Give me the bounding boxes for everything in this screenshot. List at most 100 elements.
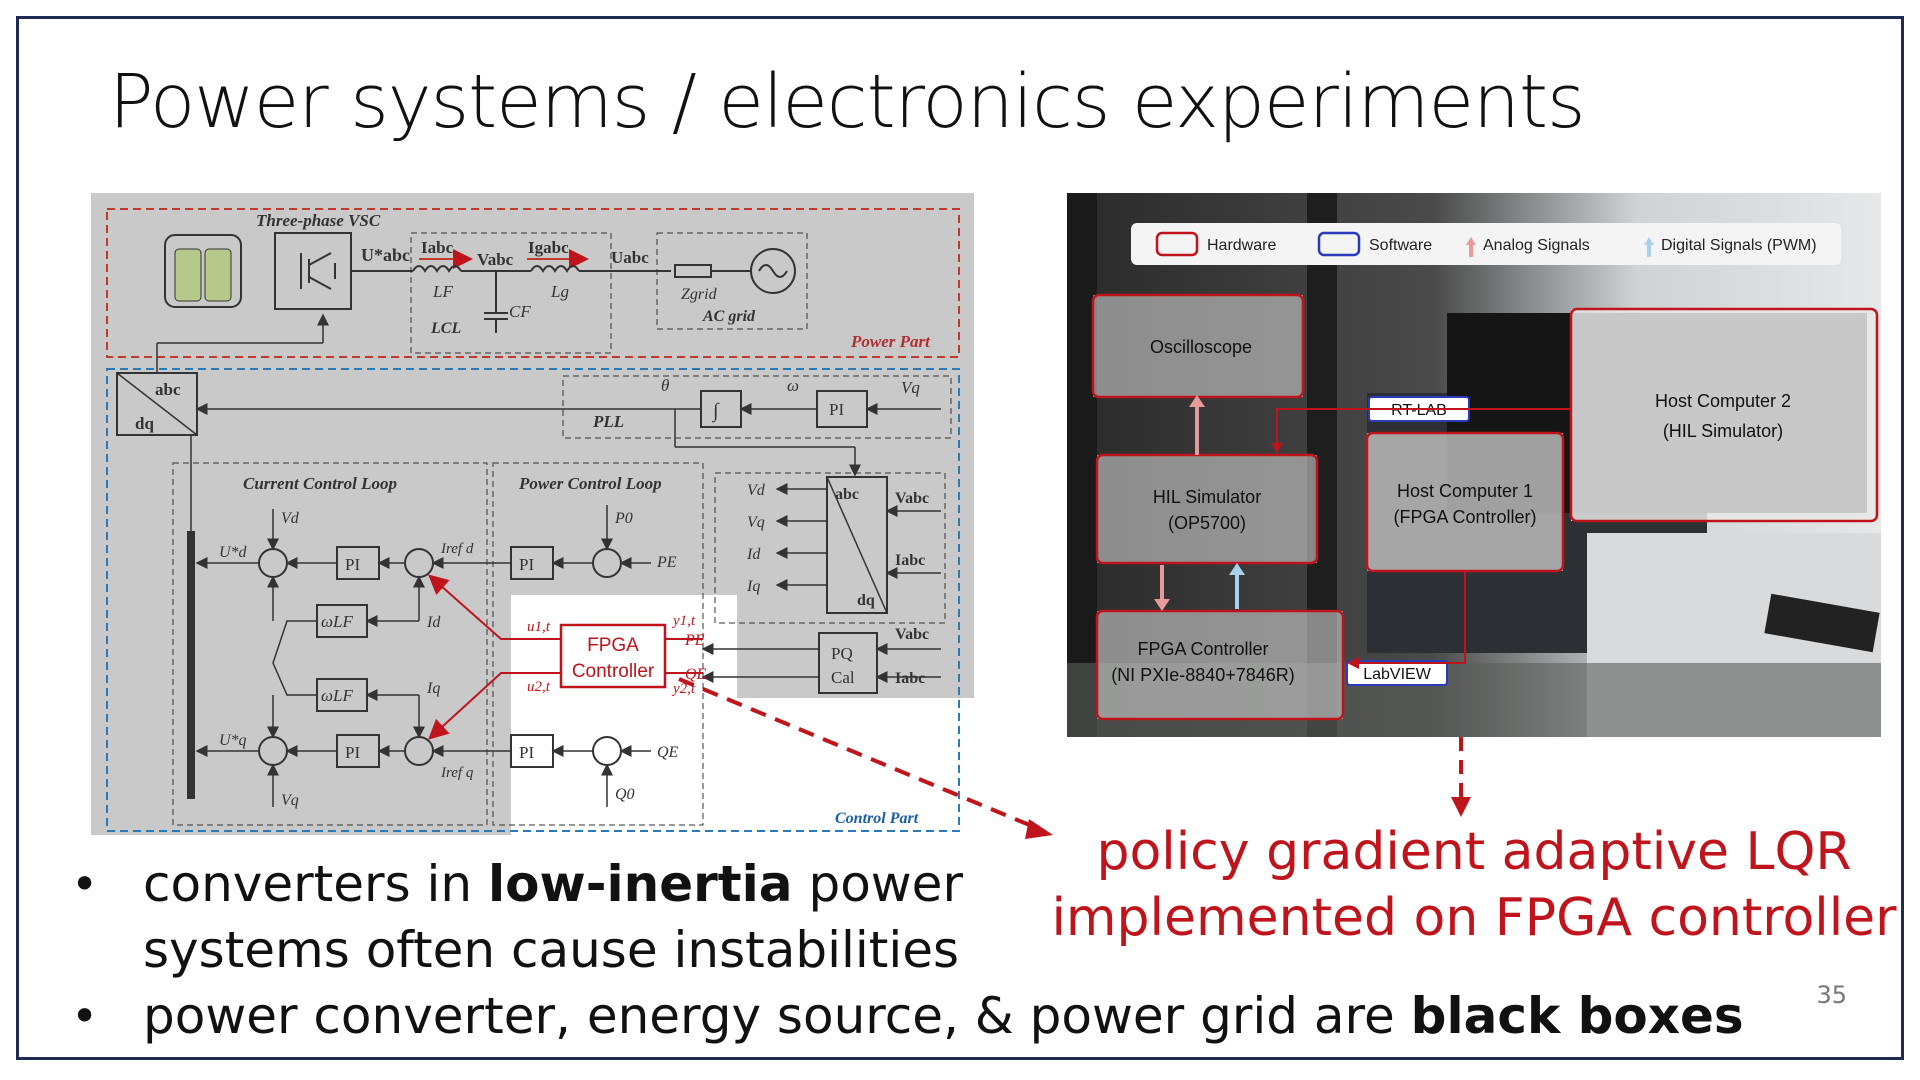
photo-legend (1131, 223, 1841, 265)
svg-text:Host Computer 1: Host Computer 1 (1397, 481, 1533, 501)
control-block-diagram: Three-phase VSC Power Part U*abc Iabc LF… (91, 193, 979, 835)
svg-text:Vd: Vd (281, 510, 300, 527)
bullet-dot-1: • (71, 857, 99, 911)
svg-text:Host Computer 2: Host Computer 2 (1655, 391, 1791, 411)
svg-text:Q0: Q0 (615, 786, 635, 803)
svg-text:y1,t: y1,t (671, 613, 696, 629)
slide: Power systems / electronics experiments … (16, 16, 1904, 1060)
software-legend-icon (1317, 231, 1361, 257)
svg-text:Controller: Controller (572, 661, 655, 682)
cf-label: CF (509, 302, 531, 321)
svg-text:y2,t: y2,t (671, 681, 696, 697)
svg-text:Iq: Iq (746, 578, 760, 595)
svg-text:PE: PE (684, 632, 705, 649)
svg-text:u1,t: u1,t (527, 619, 551, 635)
current-loop-label: Current Control Loop (243, 474, 397, 493)
host-computer-2-box (1569, 307, 1879, 523)
inductor-lf-icon (412, 265, 462, 273)
svg-text:abc: abc (155, 380, 181, 399)
lf-label: LF (432, 282, 453, 301)
callout-text: policy gradient adaptive LQR implemented… (1029, 819, 1919, 951)
zgrid-label: Zgrid (681, 286, 718, 303)
hil-simulator-box (1095, 453, 1319, 565)
control-part-box (106, 368, 960, 832)
pll-label: PLL (592, 412, 624, 431)
fpga-controller-block (559, 623, 667, 689)
labview-label-box (1346, 660, 1448, 686)
svg-text:Vd: Vd (747, 482, 766, 499)
callout-line-1: policy gradient adaptive LQR (1096, 822, 1852, 882)
svg-text:∫: ∫ (711, 400, 720, 423)
svg-text:Vabc: Vabc (895, 626, 929, 643)
power-part-label: Power Part (850, 332, 931, 351)
svg-text:Vq: Vq (901, 378, 920, 397)
svg-text:RT-LAB: RT-LAB (1391, 402, 1447, 419)
inductor-lg-icon (530, 265, 580, 273)
svg-text:Iref q: Iref q (440, 765, 474, 781)
svg-text:(NI PXIe-8840+7846R): (NI PXIe-8840+7846R) (1111, 665, 1295, 685)
svg-text:u2,t: u2,t (527, 679, 551, 695)
svg-text:P0: P0 (614, 510, 633, 527)
svg-text:U*q: U*q (219, 732, 247, 749)
svg-text:ωLF: ωLF (321, 686, 353, 705)
svg-text:(FPGA Controller): (FPGA Controller) (1393, 507, 1536, 527)
svg-text:PI: PI (519, 555, 534, 574)
svg-text:θ: θ (661, 376, 669, 395)
u-abc-label: Uabc (611, 248, 649, 267)
svg-text:abc: abc (835, 486, 859, 503)
fpga-controller-hw-box (1095, 609, 1345, 721)
svg-text:Id: Id (746, 546, 761, 563)
bullet-2: power converter, energy source, & power … (143, 987, 1744, 1045)
ac-grid-box (656, 232, 808, 330)
power-loop-label: Power Control Loop (518, 474, 662, 493)
power-part-box (106, 208, 960, 358)
lab-setup-photo: Hardware Software Analog Signals Digital… (1067, 193, 1881, 737)
hardware-legend-icon (1155, 231, 1199, 257)
digital-signal-arrow-icon (1644, 237, 1654, 257)
lcl-filter-box (410, 232, 612, 354)
lcl-label: LCL (430, 320, 461, 337)
svg-text:Hardware: Hardware (1207, 237, 1276, 254)
three-phase-vsc-label: Three-phase VSC (256, 211, 381, 230)
svg-text:PI: PI (829, 400, 844, 419)
svg-text:LabVIEW: LabVIEW (1363, 666, 1431, 683)
svg-text:Id: Id (426, 614, 441, 631)
svg-text:U*d: U*d (219, 544, 248, 561)
ac-source-icon (750, 248, 796, 294)
svg-text:PI: PI (345, 743, 360, 762)
control-part-label: Control Part (835, 810, 919, 827)
svg-text:(HIL Simulator): (HIL Simulator) (1663, 421, 1783, 441)
svg-text:Iref d: Iref d (440, 541, 474, 557)
svg-text:PE: PE (656, 554, 677, 571)
svg-text:Analog Signals: Analog Signals (1483, 237, 1590, 254)
u-abc-star-label: U*abc (361, 245, 410, 265)
svg-text:PI: PI (345, 555, 360, 574)
svg-text:Software: Software (1369, 237, 1432, 254)
svg-text:HIL Simulator: HIL Simulator (1153, 487, 1261, 507)
callout-line-2: implemented on FPGA controller (1051, 888, 1897, 948)
svg-text:Vabc: Vabc (895, 490, 929, 507)
lg-label: Lg (550, 282, 569, 301)
ig-abc-label: Igabc (528, 238, 569, 257)
page-number: 35 (1816, 981, 1847, 1009)
v-abc-label: Vabc (477, 250, 514, 269)
svg-text:PQ: PQ (831, 644, 853, 663)
abc-dq-block-2 (826, 476, 888, 614)
bullet-1: converters in low-inertia power systems … (143, 855, 963, 979)
measurement-box (714, 472, 946, 624)
svg-text:Iabc: Iabc (895, 552, 925, 569)
svg-text:Cal: Cal (831, 668, 855, 687)
svg-text:Digital Signals (PWM): Digital Signals (PWM) (1661, 237, 1817, 254)
svg-text:dq: dq (135, 414, 154, 433)
svg-text:Oscilloscope: Oscilloscope (1150, 337, 1252, 357)
bullet-dot-2: • (71, 989, 99, 1043)
svg-text:(OP5700): (OP5700) (1168, 513, 1246, 533)
bus-bar (187, 531, 195, 799)
ac-grid-label: AC grid (702, 308, 756, 325)
svg-text:QE: QE (657, 744, 679, 761)
slide-title: Power systems / electronics experiments (109, 59, 1586, 145)
svg-text:Iq: Iq (426, 680, 440, 697)
battery-icon (164, 234, 242, 308)
svg-text:Vq: Vq (747, 514, 765, 531)
current-loop-box (172, 462, 488, 826)
